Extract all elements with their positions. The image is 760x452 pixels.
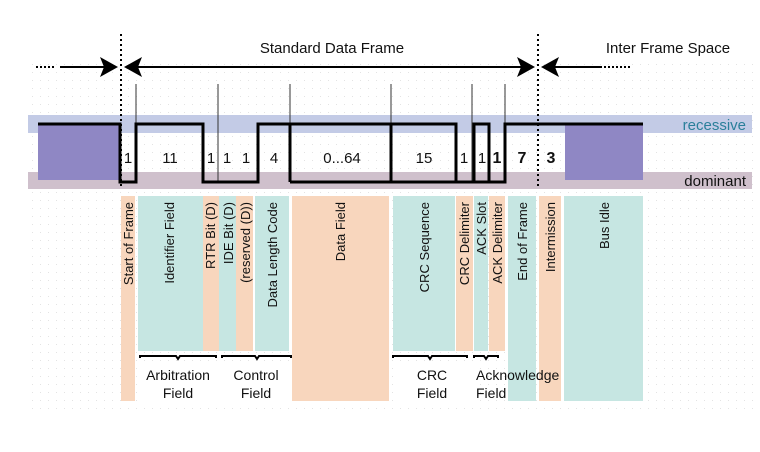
- group-label-line2: Field: [417, 385, 447, 401]
- bit-count: 11: [162, 150, 178, 167]
- bit-count: 1: [460, 150, 468, 167]
- signal-waveform: [38, 122, 643, 184]
- field-label: Identifier Field: [162, 202, 177, 284]
- bit-count: 1: [242, 150, 250, 167]
- column-crc-delimiter: [456, 196, 473, 351]
- bit-counts: 1 11 1 1 1 4 0...64 15 1 1 1 7 3: [124, 150, 556, 167]
- arrow-left-icon: [541, 57, 559, 77]
- field-label: (reserved (D)): [238, 202, 253, 283]
- column-reserved: [236, 196, 253, 351]
- column-intermission: [539, 196, 561, 401]
- column-rtr-bit: [203, 196, 219, 351]
- bus-idle-block-left: [38, 124, 120, 180]
- group-label-line1: Acknowledge: [476, 367, 559, 383]
- inter-frame-space-label: Inter Frame Space: [606, 40, 730, 57]
- column-bus-idle: [564, 196, 643, 401]
- bit-count: 1: [124, 150, 132, 167]
- arrow-right-icon: [100, 57, 118, 77]
- column-end-of-frame: [508, 196, 536, 401]
- bit-count: 1: [493, 150, 502, 167]
- brace-acknowledge: [473, 355, 499, 361]
- field-labels: Start of Frame Identifier Field RTR Bit …: [121, 201, 612, 307]
- column-identifier-field: [138, 196, 203, 351]
- field-label: ACK Slot: [474, 202, 489, 255]
- field-label: Bus Idle: [597, 202, 612, 249]
- group-label-bg: [220, 362, 292, 402]
- column-ack-slot: [474, 196, 488, 351]
- column-crc-sequence: [393, 196, 455, 351]
- group-braces: [139, 355, 499, 361]
- bit-count: 3: [547, 150, 556, 167]
- standard-frame-label: Standard Data Frame: [260, 40, 404, 57]
- recessive-label: recessive: [683, 117, 746, 134]
- column-data-length-code: [255, 196, 289, 351]
- field-label: Start of Frame: [121, 202, 136, 285]
- group-label-line1: Control: [233, 367, 278, 383]
- bit-count: 7: [518, 150, 527, 167]
- brace-arbitration: [139, 355, 217, 361]
- group-label-bg: [393, 362, 473, 402]
- field-label: RTR Bit (D): [203, 202, 218, 269]
- dominant-label: dominant: [684, 173, 747, 190]
- field-label: ACK Delimiter: [490, 201, 505, 283]
- column-ide-bit: [219, 196, 236, 351]
- field-label: End of Frame: [515, 202, 530, 281]
- group-labels: Arbitration Field Control Field CRC Fiel…: [146, 367, 559, 401]
- brace-crc: [392, 355, 468, 361]
- arrow-left-icon: [124, 57, 142, 77]
- field-label: CRC Delimiter: [457, 201, 472, 285]
- group-label-bg: [137, 362, 219, 402]
- group-label-line1: CRC: [417, 367, 447, 383]
- bus-idle-block-right: [565, 124, 643, 180]
- group-label-line2: Field: [163, 385, 193, 401]
- bit-count: 1: [478, 150, 486, 167]
- brace-control: [221, 355, 292, 361]
- bit-count: 1: [223, 150, 231, 167]
- column-data-field: [292, 196, 389, 401]
- group-label-line1: Arbitration: [146, 367, 210, 383]
- field-label: IDE Bit (D): [221, 202, 236, 264]
- group-label-line2: Field: [241, 385, 271, 401]
- bit-count: 0...64: [323, 150, 361, 167]
- field-label: Intermission: [543, 202, 558, 272]
- column-start-of-frame: [121, 196, 135, 401]
- column-ack-delimiter: [489, 196, 505, 351]
- field-label: Data Length Code: [265, 202, 280, 308]
- field-label: Data Field: [333, 202, 348, 261]
- bit-count: 4: [270, 150, 278, 167]
- field-columns: [121, 196, 643, 401]
- bit-count: 15: [416, 150, 433, 167]
- group-label-line2: Field: [476, 385, 506, 401]
- arrow-right-icon: [517, 57, 535, 77]
- field-label: CRC Sequence: [417, 202, 432, 292]
- bit-count: 1: [207, 150, 215, 167]
